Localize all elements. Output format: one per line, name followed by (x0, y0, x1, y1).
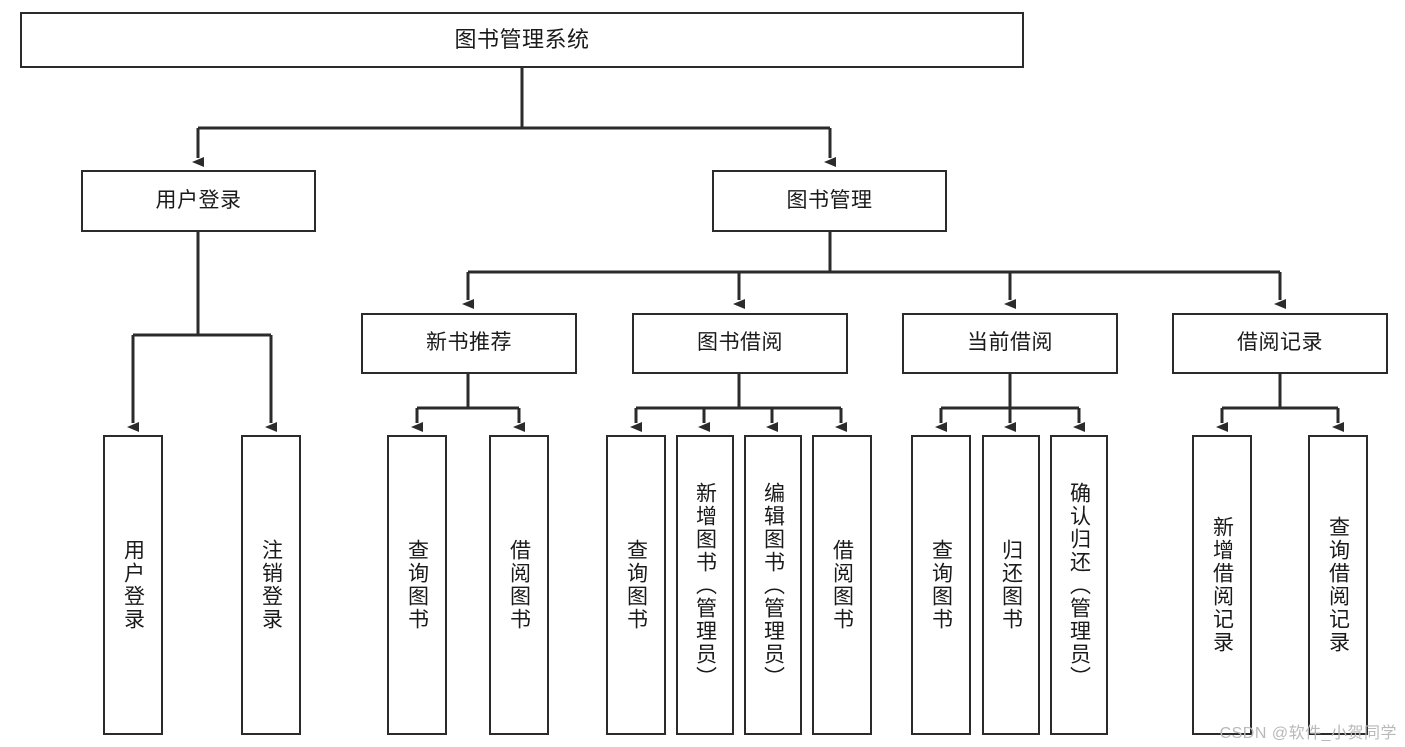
node-book-management[interactable]: 图书管理 (712, 170, 947, 232)
node-label: 图书管理 (786, 188, 873, 212)
node-label: 当前借阅 (967, 331, 1053, 355)
node-label: 图书借阅 (697, 331, 783, 355)
node-new-book-recommend[interactable]: 新书推荐 (361, 313, 577, 374)
leaf-borrow-add-book-admin[interactable]: 新增图书（管理员） (676, 435, 734, 735)
leaf-recommend-borrow-book[interactable]: 借阅图书 (489, 435, 549, 735)
node-label: 新增图书（管理员） (693, 481, 717, 689)
leaf-borrow-borrow-book[interactable]: 借阅图书 (812, 435, 872, 735)
node-label: 用户登录 (155, 188, 242, 212)
node-label: 借阅图书 (830, 539, 854, 631)
node-label: 借阅图书 (507, 539, 531, 631)
leaf-borrow-query-book[interactable]: 查询图书 (606, 435, 666, 735)
leaf-current-query-book[interactable]: 查询图书 (911, 435, 971, 735)
leaf-borrow-edit-book-admin[interactable]: 编辑图书（管理员） (744, 435, 802, 735)
node-book-borrow[interactable]: 图书借阅 (632, 313, 848, 374)
leaf-user-login-logout[interactable]: 注销登录 (241, 435, 301, 735)
node-label: 归还图书 (999, 539, 1023, 631)
node-borrow-record[interactable]: 借阅记录 (1172, 313, 1388, 374)
node-label: 注销登录 (259, 539, 283, 631)
leaf-record-add-record[interactable]: 新增借阅记录 (1192, 435, 1252, 735)
leaf-user-login-login[interactable]: 用户登录 (103, 435, 163, 735)
node-label: 编辑图书（管理员） (761, 481, 785, 689)
node-label: 借阅记录 (1237, 331, 1323, 355)
node-current-borrow[interactable]: 当前借阅 (902, 313, 1118, 374)
node-label: 查询图书 (929, 539, 953, 631)
node-root-system[interactable]: 图书管理系统 (20, 12, 1024, 68)
leaf-current-confirm-return-admin[interactable]: 确认归还（管理员） (1050, 435, 1108, 735)
node-label: 查询借阅记录 (1326, 516, 1350, 654)
node-label: 新增借阅记录 (1210, 516, 1234, 654)
node-label: 确认归还（管理员） (1067, 481, 1091, 689)
leaf-current-return-book[interactable]: 归还图书 (982, 435, 1040, 735)
node-label: 新书推荐 (426, 331, 512, 355)
leaf-recommend-query-book[interactable]: 查询图书 (387, 435, 447, 735)
csdn-watermark: CSDN @软件_小贺同学 (1219, 725, 1397, 742)
node-label: 查询图书 (405, 539, 429, 631)
node-label: 查询图书 (624, 539, 648, 631)
node-label: 图书管理系统 (454, 27, 590, 53)
leaf-record-query-record[interactable]: 查询借阅记录 (1308, 435, 1368, 735)
node-label: 用户登录 (121, 539, 145, 631)
node-user-login[interactable]: 用户登录 (81, 170, 316, 232)
